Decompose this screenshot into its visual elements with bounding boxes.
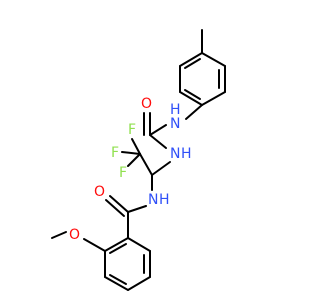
label-f1: F xyxy=(128,122,136,138)
label-n-urea1: N xyxy=(170,116,180,132)
label-f2: F xyxy=(111,145,119,161)
bond-c-n2 xyxy=(149,134,167,149)
bond-n-amide-c xyxy=(127,205,147,213)
tolyl-ring xyxy=(179,52,226,106)
bond-cf-1 xyxy=(131,138,141,155)
bond-cf-2 xyxy=(121,151,141,155)
bond-n-c xyxy=(149,124,167,136)
bond-n2-ch xyxy=(151,161,171,176)
bond-ch-cf3 xyxy=(139,153,153,176)
label-o-methoxy: O xyxy=(69,227,80,243)
label-f3: F xyxy=(119,165,127,181)
label-h-urea1: H xyxy=(170,102,181,118)
bond-ring-omethoxy xyxy=(83,238,106,252)
bond-omethoxy-ch3 xyxy=(51,231,67,239)
structure-diagram: O N H N H F F F N H O O xyxy=(51,29,226,291)
label-o-amide: O xyxy=(94,184,105,200)
label-h-amide: H xyxy=(159,192,170,208)
label-n-amide: N xyxy=(148,192,158,208)
anisole-ring xyxy=(104,237,151,291)
label-o-urea: O xyxy=(141,96,152,112)
bond-amide-co xyxy=(109,195,129,213)
bond-cf-3 xyxy=(127,153,141,167)
label-h-urea2: H xyxy=(181,146,192,162)
bond-ring-n xyxy=(185,104,203,120)
label-n-urea2: N xyxy=(170,146,180,162)
bond-amide-co2 xyxy=(105,199,125,217)
